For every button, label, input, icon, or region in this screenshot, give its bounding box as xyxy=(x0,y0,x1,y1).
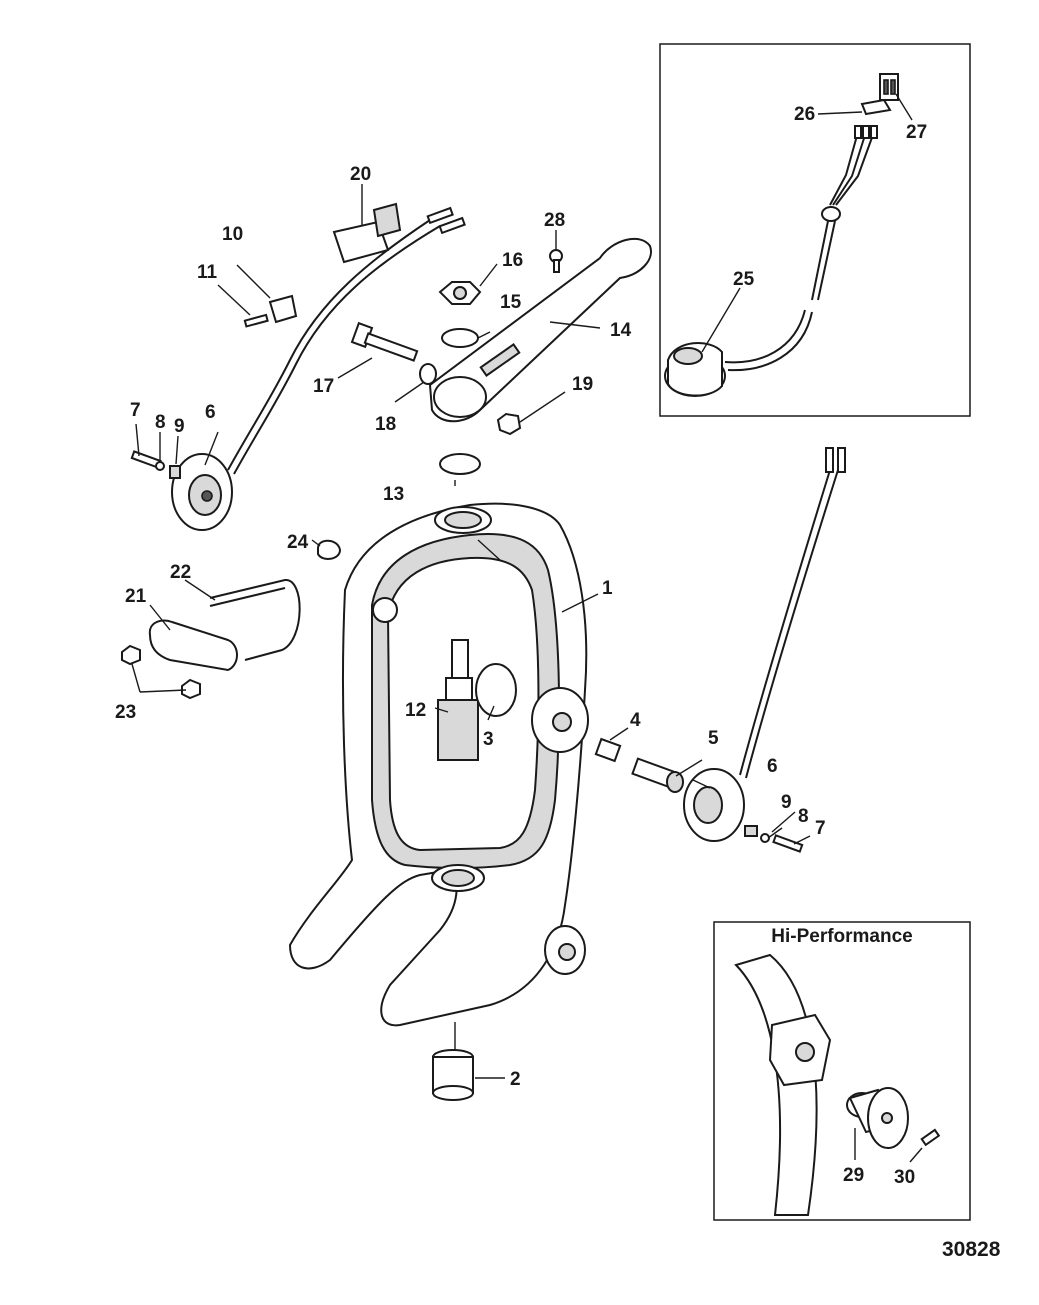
callout-8b: 8 xyxy=(798,806,809,827)
callout-13: 13 xyxy=(383,484,404,505)
sender-wire-left-b xyxy=(233,225,441,475)
callout-2: 2 xyxy=(510,1069,521,1090)
screw-11 xyxy=(243,313,269,328)
figure-number: 30828 xyxy=(942,1238,1001,1261)
callout-1: 1 xyxy=(602,578,613,599)
callout-24: 24 xyxy=(287,532,309,553)
nut-19 xyxy=(496,412,522,436)
clip-10 xyxy=(268,294,298,324)
callout-26: 26 xyxy=(794,104,815,125)
bushing-4 xyxy=(594,737,622,763)
callout-22: 22 xyxy=(170,562,191,583)
callout-17: 17 xyxy=(313,376,334,397)
washer-3 xyxy=(475,663,517,717)
spacer-9-left xyxy=(169,465,181,479)
callout-16: 16 xyxy=(502,250,523,271)
callout-4: 4 xyxy=(630,710,641,731)
callout-20: 20 xyxy=(350,164,371,185)
callout-labels: 1 2 3 4 5 6 6 7 7 8 8 9 9 10 11 12 13 14… xyxy=(115,104,927,1188)
screw-28 xyxy=(549,249,563,273)
clip-24 xyxy=(317,539,342,560)
stud-5 xyxy=(631,757,684,793)
adapter-29 xyxy=(846,1087,909,1149)
bolt-17 xyxy=(350,321,419,362)
callout-6b: 6 xyxy=(767,756,778,777)
nut-23-b xyxy=(181,678,201,700)
callout-8a: 8 xyxy=(155,412,166,433)
callout-27: 27 xyxy=(906,122,927,143)
trim-sender-right-6 xyxy=(683,768,745,842)
spacer-9-right xyxy=(744,825,758,837)
callout-9b: 9 xyxy=(781,792,792,813)
washer-8-right xyxy=(760,833,770,843)
nut-16 xyxy=(438,281,482,305)
callout-23: 23 xyxy=(115,702,136,723)
callout-7a: 7 xyxy=(130,400,141,421)
callout-10: 10 xyxy=(222,224,243,245)
screw-7-right xyxy=(772,834,804,853)
callout-12: 12 xyxy=(405,700,426,721)
washer-18 xyxy=(419,363,437,385)
gimbal-ring-1 xyxy=(288,502,589,1027)
clamp-20 xyxy=(332,202,402,264)
washer-8-left xyxy=(155,461,165,471)
callout-29: 29 xyxy=(843,1165,864,1186)
callout-19: 19 xyxy=(572,374,593,395)
callout-7b: 7 xyxy=(815,818,826,839)
callout-3: 3 xyxy=(483,729,494,750)
washer-15 xyxy=(441,328,479,348)
u-bolt-22 xyxy=(209,578,301,661)
washer-13 xyxy=(439,453,481,475)
terminal-26 xyxy=(860,98,892,116)
callout-18: 18 xyxy=(375,414,396,435)
callout-25: 25 xyxy=(733,269,755,290)
screw-30 xyxy=(920,1128,941,1147)
leader-lines xyxy=(131,184,811,1079)
callout-5: 5 xyxy=(708,728,719,749)
callout-11: 11 xyxy=(197,262,218,283)
inset-harness-box xyxy=(659,43,971,417)
sender-wire-right-a xyxy=(739,469,831,776)
callout-15: 15 xyxy=(500,292,522,313)
sender-wire-left-a xyxy=(227,219,431,471)
callout-21: 21 xyxy=(125,586,147,607)
callout-28: 28 xyxy=(544,210,565,231)
trim-sender-25 xyxy=(664,341,726,397)
callout-9a: 9 xyxy=(174,416,185,437)
callout-30: 30 xyxy=(894,1167,915,1188)
hi-performance-title: Hi-Performance xyxy=(771,926,913,947)
bushing-2 xyxy=(432,1049,474,1101)
harness-wires-25 xyxy=(724,125,878,372)
callout-6a: 6 xyxy=(205,402,216,423)
plate-21 xyxy=(148,619,238,672)
connector-27 xyxy=(879,73,899,101)
steering-arm-14 xyxy=(428,237,652,423)
trim-sender-left-6 xyxy=(171,453,233,531)
pivot-shaft-12 xyxy=(437,639,479,761)
sender-wire-right-b xyxy=(745,469,839,779)
callout-14: 14 xyxy=(610,320,632,341)
nut-23-a xyxy=(121,644,141,666)
inset-hi-performance-box: Hi-Performance xyxy=(713,921,971,1221)
